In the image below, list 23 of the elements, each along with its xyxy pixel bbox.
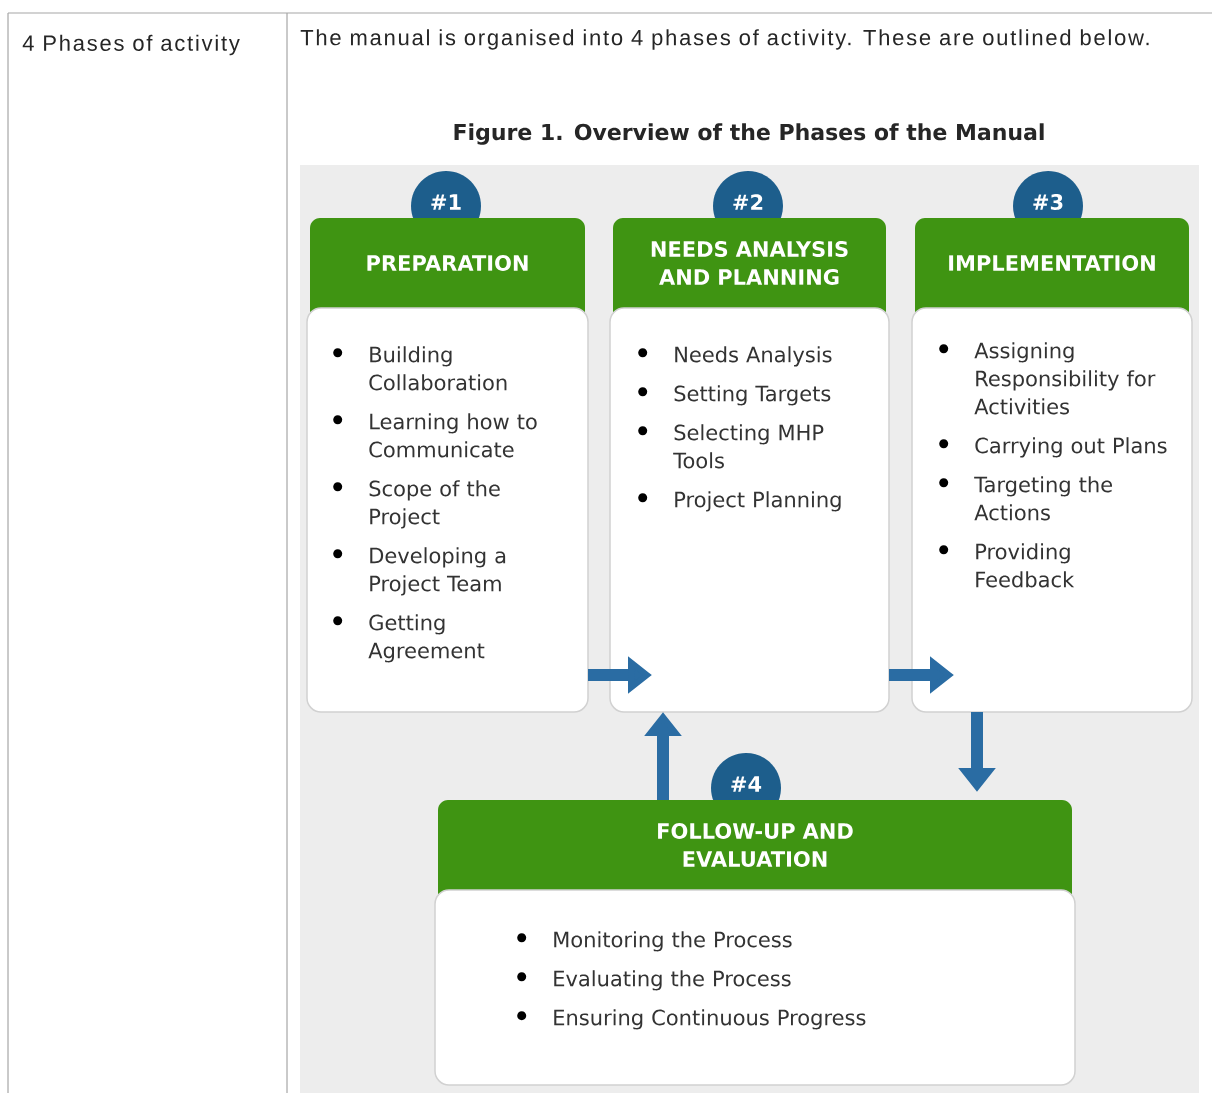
figure-title: Figure 1. Overview of the Phases of the Manual (454, 123, 1044, 145)
cell-text: 4 Phases of activity (22, 34, 240, 56)
phase-card (911, 171, 1193, 713)
bullet-item: Targeting the Actions (939, 476, 1112, 521)
bullet-item: Building Collaboration (333, 346, 507, 391)
bullet-item: Ensuring Continuous Progress (517, 1009, 866, 1030)
phase-card (306, 171, 589, 713)
phase-card (434, 753, 1076, 1086)
bullet-item: Needs Analysis (638, 346, 832, 367)
bullet-item: Providing Feedback (939, 543, 1075, 588)
bullet-item: Developing a Project Team (333, 547, 506, 596)
bullet-item: Getting Agreement (333, 614, 485, 663)
bullet-item: Setting Targets (638, 385, 831, 406)
bullet-item: Scope of the Project (333, 480, 500, 529)
bullet-item: Monitoring the Process (517, 931, 792, 952)
bullet-item: Selecting MHP Tools (638, 424, 824, 469)
paragraph: The manual is organised into 4 phases of activity. These are outlined below. (300, 29, 1149, 50)
bullet-item: Evaluating the Process (517, 970, 791, 991)
phase-card (609, 171, 890, 713)
bullet-item: Carrying out Plans (939, 437, 1167, 458)
bullet-item: Project Planning (638, 491, 841, 512)
bullet-item: Assigning Responsibility for Activities (939, 342, 1156, 415)
bullet-item: Learning how to Communicate (333, 413, 537, 458)
